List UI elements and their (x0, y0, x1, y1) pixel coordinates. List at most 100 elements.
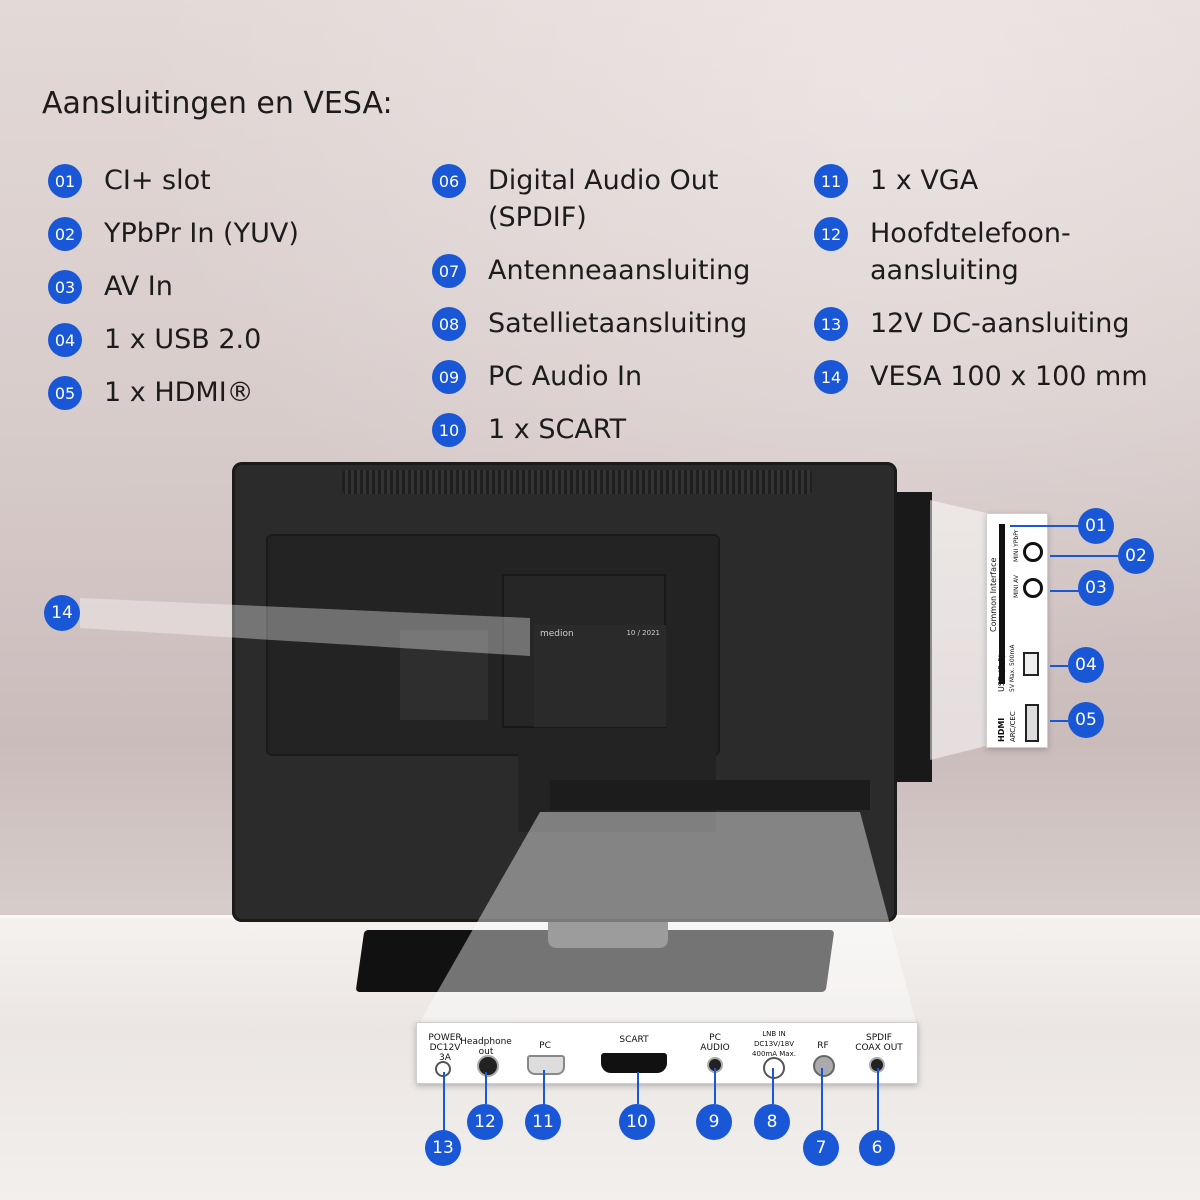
side-connector-panel: Common Interface MINI YPbPr MINI AV USB … (986, 513, 1048, 748)
connector-line (443, 1072, 445, 1132)
number-badge: 03 (48, 270, 82, 304)
item-label: VESA 100 x 100 mm (870, 361, 1148, 392)
number-badge: 05 (48, 376, 82, 410)
item-label: 12V DC-aansluiting (870, 308, 1130, 339)
ypbpr-label: MINI YPbPr (1013, 529, 1020, 562)
hdmi-label: HDMI (997, 717, 1006, 742)
spdif-label: SPDIF COAX OUT (855, 1033, 903, 1053)
callout-badge-14: 14 (44, 595, 80, 631)
bottom-connector-panel: POWER DC12V 3A Headphone out PC SCART PC… (416, 1022, 918, 1084)
callout-badge-05: 05 (1068, 702, 1104, 738)
bottom-port-strip (550, 780, 870, 810)
item-label: AV In (104, 271, 173, 302)
item-label: Antenneaansluiting (488, 255, 751, 286)
connector-line (877, 1068, 879, 1130)
connector-line (772, 1068, 774, 1104)
ypbpr-jack-icon (1023, 542, 1043, 562)
page-title: Aansluitingen en VESA: (42, 86, 393, 121)
item-label: CI+ slot (104, 165, 211, 196)
list-item: 13 12V DC-aansluiting (814, 305, 1148, 342)
common-interface-label: Common Interface (989, 557, 998, 632)
hdmi-sub-label: ARC/CEC (1009, 711, 1017, 742)
list-item: 08 Satellietaansluiting (432, 305, 750, 342)
connector-line (714, 1068, 716, 1104)
number-badge: 01 (48, 164, 82, 198)
number-badge: 11 (814, 164, 848, 198)
connector-line (1050, 665, 1068, 667)
usb-label: USB (2.0) (997, 654, 1006, 692)
usb-port-icon (1023, 652, 1039, 676)
number-badge: 08 (432, 307, 466, 341)
item-label: PC Audio In (488, 361, 643, 392)
list-item: 12 Hoofdtelefoon- aansluiting (814, 215, 1148, 289)
list-item: 06 Digital Audio Out (SPDIF) (432, 162, 750, 236)
connector-line (485, 1072, 487, 1104)
list-item: 07 Antenneaansluiting (432, 252, 750, 289)
connector-line (1050, 590, 1084, 592)
list-item: 01 CI+ slot (48, 162, 299, 199)
lnb-label: LNB IN DC13V/18V 400mA Max. (752, 1030, 796, 1058)
side-beam (930, 500, 986, 760)
connector-line (543, 1070, 545, 1106)
callout-badge-8: 8 (754, 1104, 790, 1140)
side-port-rail (894, 492, 932, 782)
callout-badge-6: 6 (859, 1130, 895, 1166)
bottom-beam (420, 812, 916, 1022)
item-label: YPbPr In (YUV) (104, 218, 299, 249)
av-label: MINI AV (1013, 575, 1020, 598)
callout-badge-04: 04 (1068, 647, 1104, 683)
av-jack-icon (1023, 578, 1043, 598)
rf-connector-icon (813, 1055, 835, 1077)
connector-line (1050, 720, 1068, 722)
connector-line (1010, 525, 1082, 527)
number-badge: 13 (814, 307, 848, 341)
connector-line (1050, 555, 1118, 557)
rating-sticker: medion 10 / 2021 (534, 625, 666, 727)
tv-rear-illustration: medion 10 / 2021 (232, 462, 932, 922)
usb-spec-label: 5V Max. 500mA (1009, 644, 1016, 692)
vesa-beam (80, 598, 530, 656)
date-label: 10 / 2021 (626, 629, 660, 637)
number-badge: 12 (814, 217, 848, 251)
callout-badge-03: 03 (1078, 570, 1114, 606)
number-badge: 07 (432, 254, 466, 288)
callout-badge-9: 9 (696, 1104, 732, 1140)
scart-port-icon (601, 1053, 667, 1073)
number-badge: 02 (48, 217, 82, 251)
brand-label: medion (540, 629, 574, 639)
hdmi-port-icon (1025, 704, 1039, 742)
vga-port-icon (527, 1055, 565, 1075)
number-badge: 10 (432, 413, 466, 447)
item-label: Satellietaansluiting (488, 308, 748, 339)
pc-label: PC (539, 1041, 551, 1051)
warning-label (400, 630, 488, 720)
number-badge: 14 (814, 360, 848, 394)
callout-badge-10: 10 (619, 1104, 655, 1140)
pc-audio-label: PC AUDIO (700, 1033, 730, 1053)
feature-list-column-3: 11 1 x VGA 12 Hoofdtelefoon- aansluiting 1… (814, 162, 1148, 411)
lnb-connector-icon (763, 1057, 785, 1079)
connector-line (821, 1068, 823, 1130)
tv-vent-grille (342, 470, 812, 494)
item-label: Digital Audio Out (SPDIF) (488, 165, 719, 233)
item-label: 1 x VGA (870, 165, 979, 196)
list-item: 14 VESA 100 x 100 mm (814, 358, 1148, 395)
callout-badge-12: 12 (467, 1104, 503, 1140)
feature-list-column-2: 06 Digital Audio Out (SPDIF) 07 Antenneaan… (432, 162, 750, 464)
callout-badge-13: 13 (425, 1130, 461, 1166)
headphone-jack-icon (477, 1055, 499, 1077)
list-item: 03 AV In (48, 268, 299, 305)
number-badge: 06 (432, 164, 466, 198)
callout-badge-01: 01 (1078, 508, 1114, 544)
item-label: Hoofdtelefoon- aansluiting (870, 218, 1071, 286)
power-label: POWER DC12V 3A (428, 1033, 462, 1063)
list-item: 11 1 x VGA (814, 162, 1148, 199)
callout-badge-02: 02 (1118, 538, 1154, 574)
connector-line (637, 1072, 639, 1104)
callout-badge-7: 7 (803, 1130, 839, 1166)
